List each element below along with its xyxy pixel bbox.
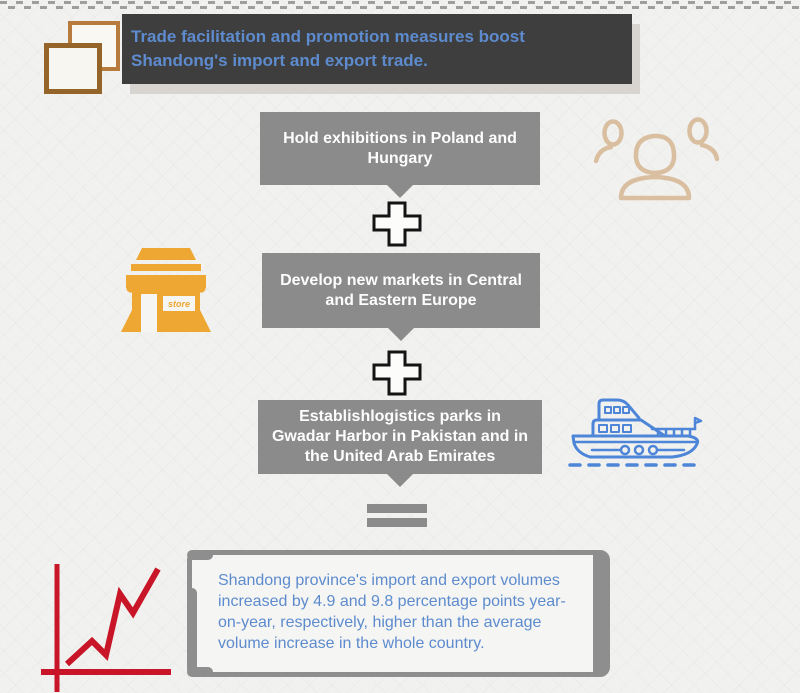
result-callout: Shandong province's import and export vo… [187,550,610,677]
store-sign-label: store [168,299,190,309]
result-callout-accent [187,550,213,560]
top-dashed-border [0,1,800,4]
flow-step-new-markets: Develop new markets in Central and Easte… [262,253,540,341]
result-text: Shandong province's import and export vo… [218,572,566,652]
boat-icon [568,398,703,467]
line-chart-icon [41,564,171,692]
flow-step-label: Establishlogistics parks in Gwadar Harbo… [271,408,529,465]
header-banner: Trade facilitation and promotion measure… [122,14,632,84]
result-callout-accent [187,667,213,677]
top-dashed-border-offset [0,6,800,9]
flow-step-label: Hold exhibitions in Poland and Hungary [283,129,517,167]
plus-icon [372,350,422,396]
result-callout-right-band [593,553,607,674]
flow-step-exhibitions: Hold exhibitions in Poland and Hungary [260,112,540,198]
flow-step-label: Develop new markets in Central and Easte… [280,271,522,309]
plus-icon [372,201,422,247]
overlapping-squares-icon [44,43,102,94]
equals-icon [367,504,427,532]
header-title: Trade facilitation and promotion measure… [131,27,525,70]
people-icon [593,117,720,201]
flow-step-logistics-parks: Establishlogistics parks in Gwadar Harbo… [258,400,542,487]
result-callout-accent [187,588,197,674]
store-icon: store [121,248,211,332]
